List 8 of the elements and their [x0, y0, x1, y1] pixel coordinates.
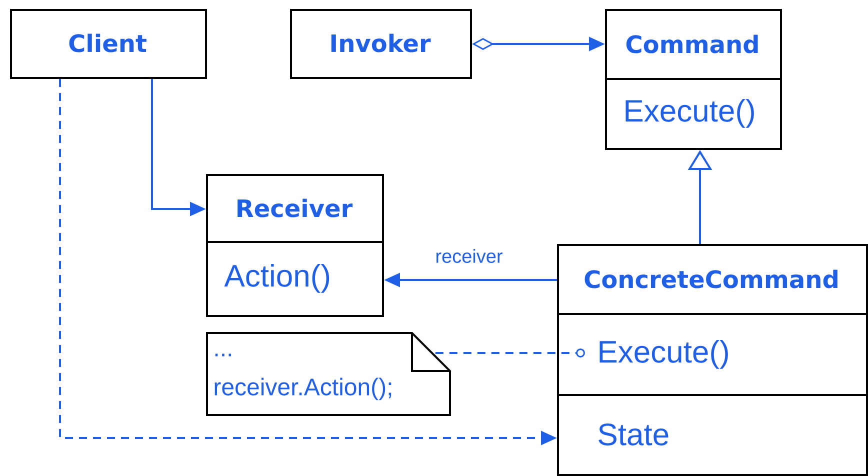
class-box: Command Execute() — [605, 9, 782, 150]
class-box: Client — [10, 9, 207, 79]
class-box: ConcreteCommand Execute() State — [557, 244, 868, 476]
note: ... receiver.Action(); — [206, 332, 451, 416]
edge-label: receiver — [434, 248, 504, 264]
class-box: Receiver Action() — [206, 174, 384, 317]
class-box: Invoker — [290, 9, 472, 79]
connector — [435, 348, 585, 358]
